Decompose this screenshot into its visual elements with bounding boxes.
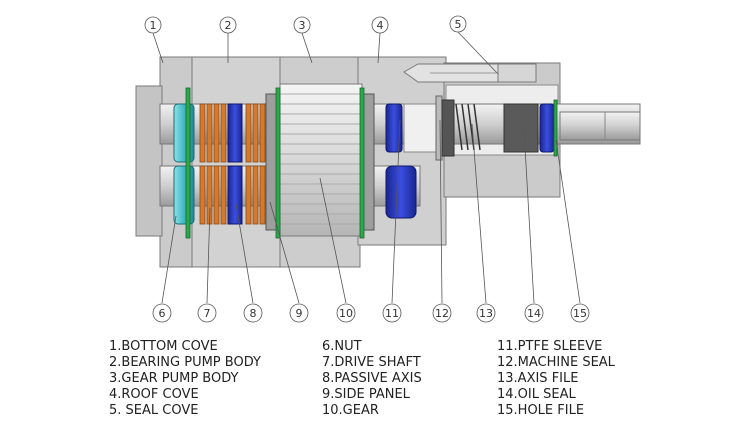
legend-item: 10.GEAR	[322, 403, 379, 418]
legend-item: 5. SEAL COVE	[109, 403, 199, 418]
legend-item: 9.SIDE PANEL	[322, 387, 410, 402]
callout-3: 3	[293, 16, 311, 34]
callout-10: 10	[336, 303, 356, 323]
svg-text:10: 10	[339, 307, 353, 320]
callout-7: 7	[197, 303, 217, 323]
svg-text:4: 4	[377, 19, 384, 32]
legend-item: 6.NUT	[322, 339, 362, 354]
callout-9: 9	[289, 303, 309, 323]
callout-4: 4	[371, 16, 389, 34]
leader-lines	[152, 31, 581, 304]
legend-item: 1.BOTTOM COVE	[109, 339, 218, 354]
legend-item: 13.AXIS FILE	[497, 371, 579, 386]
callout-8: 8	[243, 303, 263, 323]
callout-11: 11	[382, 303, 402, 323]
svg-text:13: 13	[479, 307, 493, 320]
side-panels	[265, 93, 375, 231]
legend-column-3: 11.PTFE SLEEVE 12.MACHINE SEAL 13.AXIS F…	[497, 339, 615, 419]
svg-text:1: 1	[150, 19, 157, 32]
legend-item: 12.MACHINE SEAL	[497, 355, 615, 370]
svg-text:15: 15	[573, 307, 587, 320]
callout-5: 5	[449, 15, 467, 33]
oil-seal	[503, 103, 539, 153]
legend-item: 7.DRIVE SHAFT	[322, 355, 421, 370]
svg-text:2: 2	[225, 19, 232, 32]
bottom-cove-flange	[135, 85, 163, 237]
svg-text:7: 7	[204, 307, 211, 320]
ptfe-sleeve	[403, 63, 537, 83]
callout-15: 15	[570, 303, 590, 323]
green-rings	[185, 87, 558, 239]
legend-item: 11.PTFE SLEEVE	[497, 339, 603, 354]
legend-column-2: 6.NUT 7.DRIVE SHAFT 8.PASSIVE AXIS 9.SID…	[322, 339, 422, 419]
callout-1: 1	[144, 16, 162, 34]
callout-6: 6	[152, 303, 172, 323]
callout-12: 12	[432, 303, 452, 323]
blue-bearings	[227, 103, 555, 225]
svg-text:5: 5	[455, 18, 462, 31]
svg-text:9: 9	[296, 307, 303, 320]
svg-text:12: 12	[435, 307, 449, 320]
svg-text:3: 3	[299, 19, 306, 32]
callout-14: 14	[524, 303, 544, 323]
legend-item: 14.OIL SEAL	[497, 387, 576, 402]
legend-item: 8.PASSIVE AXIS	[322, 371, 422, 386]
callouts: 1 2 3 4 5 6 7 8 9 10 11 12 13 14 15	[144, 15, 590, 323]
callout-13: 13	[476, 303, 496, 323]
gear	[279, 83, 363, 237]
svg-text:8: 8	[250, 307, 257, 320]
svg-text:6: 6	[159, 307, 166, 320]
svg-text:11: 11	[385, 307, 399, 320]
legend-item: 4.ROOF COVE	[109, 387, 199, 402]
legend-column-1: 1.BOTTOM COVE 2.BEARING PUMP BODY 3.GEAR…	[109, 339, 261, 419]
orange-bearings	[199, 103, 266, 225]
legend-item: 3.GEAR PUMP BODY	[109, 371, 239, 386]
legend-item: 2.BEARING PUMP BODY	[109, 355, 261, 370]
svg-text:14: 14	[527, 307, 541, 320]
shaft-end	[559, 111, 641, 141]
machine-seal	[403, 95, 481, 161]
callout-2: 2	[219, 16, 237, 34]
legend-item: 15.HOLE FILE	[497, 403, 585, 418]
